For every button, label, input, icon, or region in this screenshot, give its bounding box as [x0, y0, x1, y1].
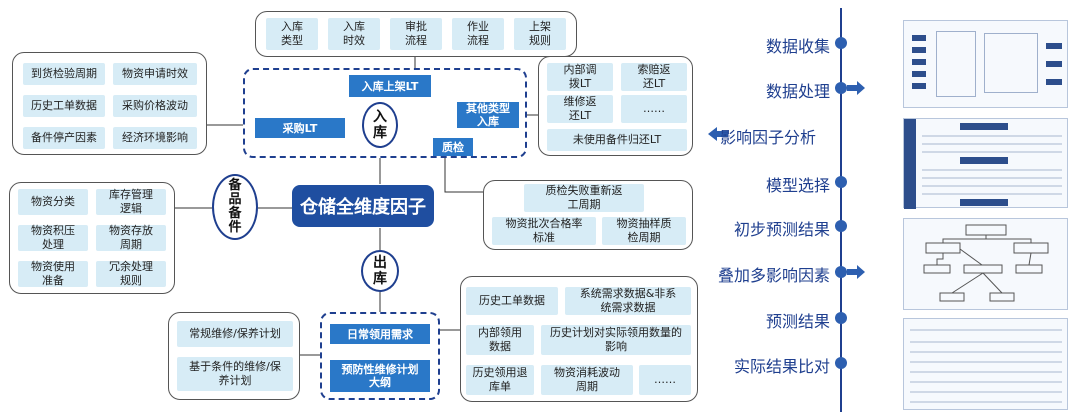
- process-timeline: [708, 8, 865, 412]
- factor-cell: 常规维修/保养计划: [177, 321, 293, 347]
- spare-factor-group: 物资分类 库存管理 逻辑 物资积压 处理 物资存放 周期 物资使用 准备 冗余处…: [9, 182, 175, 294]
- maintenance-plan-group: 常规维修/保养计划 基于条件的维修/保 养计划: [168, 312, 300, 400]
- step-prediction-result: 预测结果: [765, 312, 830, 331]
- arrow-right-icon: [835, 265, 865, 279]
- historical-data-group: 历史工单数据 系统需求数据&非系 统需求数据 内部领用 数据 历史计划对实际领用…: [460, 276, 698, 402]
- step-overlay-factors: 叠加多影响因素: [717, 266, 830, 285]
- factor-cell: 内部领用 数据: [466, 325, 534, 355]
- factor-cell: 物资分类: [18, 189, 88, 215]
- preventive-plan-tag: 预防性维修计划 大纲: [330, 360, 430, 392]
- factor-cell: 物资批次合格率 标准: [492, 217, 596, 245]
- factor-cell: 物资消耗波动 周期: [541, 365, 633, 395]
- putaway-lt-tag: 入库上架LT: [349, 75, 431, 97]
- factor-cell: 历史工单数据: [23, 95, 105, 117]
- transfer-lt-group: 内部调 拨LT 索赔返 还LT 维修返 还LT …… 未使用备件归还LT: [538, 56, 693, 156]
- factor-cell: 物资申请时效: [113, 63, 197, 85]
- factor-cell: 未使用备件归还LT: [547, 129, 687, 151]
- factor-cell: 到货检验周期: [23, 63, 105, 85]
- step-actual-comparison: 实际结果比对: [733, 357, 830, 376]
- results-table-thumbnail: [903, 318, 1068, 410]
- workflow-diagram-thumbnail: [903, 20, 1068, 108]
- step-data-collection: 数据收集: [765, 37, 830, 56]
- factor-cell: 历史工单数据: [466, 287, 558, 315]
- step-data-processing: 数据处理: [765, 82, 830, 101]
- factor-cell: 经济环境影响: [113, 127, 197, 149]
- factor-cell: 备件停产因素: [23, 127, 105, 149]
- qc-factor-group: 质检失败重新返 工周期 物资批次合格率 标准 物资抽样质 检周期: [483, 180, 693, 250]
- qc-tag: 质检: [433, 138, 473, 156]
- decision-tree-thumbnail: [903, 218, 1068, 310]
- factor-cell: 物资抽样质 检周期: [602, 217, 686, 245]
- timeline-dot: [835, 312, 847, 324]
- factor-cell: 质检失败重新返 工周期: [524, 184, 644, 212]
- spare-circle: 备 品 备 件: [212, 174, 258, 240]
- factor-cell: 物资积压 处理: [18, 224, 88, 251]
- factor-cell: 冗余处理 规则: [96, 260, 166, 287]
- arrow-right-icon: [835, 81, 865, 95]
- inbound-type-group: 入库 类型 入库 时效 审批 流程 作业 流程 上架 规则: [255, 11, 577, 57]
- factor-cell: 采购价格波动: [113, 95, 197, 117]
- timeline-dot: [835, 220, 847, 232]
- arrow-left-icon: [708, 127, 728, 141]
- step-factor-analysis: 影响因子分析: [720, 128, 817, 147]
- factor-cell: ……: [639, 365, 691, 395]
- factor-cell: 基于条件的维修/保 养计划: [177, 357, 293, 391]
- factor-cell: 系统需求数据&非系 统需求数据: [565, 287, 691, 315]
- approval-flow-cell: 审批 流程: [390, 18, 442, 50]
- timeline-dot: [835, 357, 847, 369]
- factor-cell: 历史领用退 库单: [466, 365, 534, 395]
- outbound-demand-group: 日常领用需求 预防性维修计划 大纲: [320, 312, 440, 400]
- factor-cell: 维修返 还LT: [547, 95, 613, 123]
- purchase-lt-tag: 采购LT: [255, 118, 345, 138]
- outbound-circle: 出 库: [361, 250, 399, 292]
- factor-cell: 历史计划对实际领用数量的 影响: [541, 325, 691, 355]
- inbound-timeliness-cell: 入库 时效: [328, 18, 380, 50]
- factor-cell: ……: [621, 95, 687, 123]
- factor-cell: 库存管理 逻辑: [96, 188, 166, 215]
- inbound-type-cell: 入库 类型: [266, 18, 318, 50]
- factor-cell: 物资存放 周期: [96, 224, 166, 251]
- step-model-selection: 模型选择: [765, 176, 830, 195]
- step-initial-prediction: 初步预测结果: [733, 220, 830, 239]
- operation-flow-cell: 作业 流程: [452, 18, 504, 50]
- factor-cell: 内部调 拨LT: [547, 63, 613, 91]
- factor-cell: 物资使用 准备: [18, 260, 88, 287]
- timeline-dot: [835, 37, 847, 49]
- other-inbound-tag: 其他类型 入库: [457, 102, 519, 128]
- procurement-factor-group: 到货检验周期 物资申请时效 历史工单数据 采购价格波动 备件停产因素 经济环境影…: [12, 52, 207, 155]
- factor-table-thumbnail: [903, 118, 1068, 209]
- factor-cell: 索赔返 还LT: [621, 63, 687, 91]
- center-node: 仓储全维度因子: [292, 185, 434, 227]
- timeline-dot: [835, 176, 847, 188]
- daily-demand-tag: 日常领用需求: [330, 324, 430, 344]
- inbound-circle: 入 库: [362, 102, 398, 148]
- shelving-rule-cell: 上架 规则: [514, 18, 566, 50]
